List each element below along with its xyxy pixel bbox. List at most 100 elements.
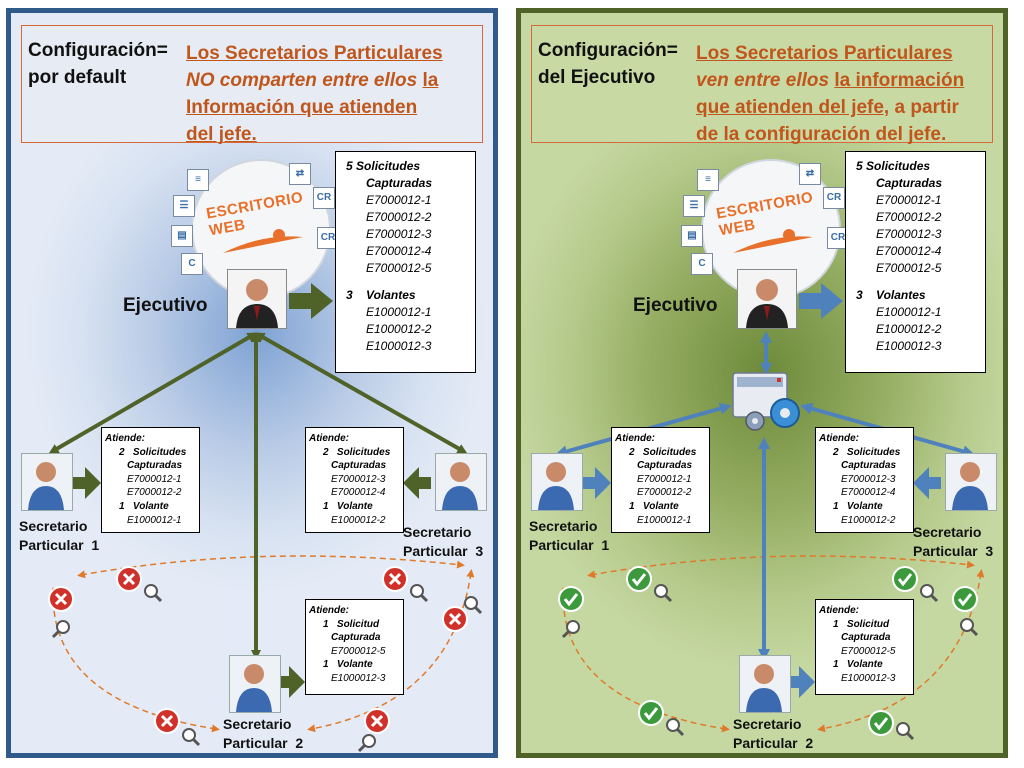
line-exec-sec1 xyxy=(48,332,258,454)
refresh-icon: ⇄ xyxy=(289,163,311,185)
server-icon xyxy=(732,372,800,431)
arrow-sec2-to-box xyxy=(275,666,305,698)
desc-part-d: que atienden del jefe, xyxy=(696,97,890,118)
secretary-person-icon xyxy=(28,462,64,510)
config-header: Configuración= por default Los Secretari… xyxy=(21,25,483,145)
denied-icon xyxy=(442,596,483,632)
secretary-person-icon xyxy=(236,664,272,712)
secretary-person-icon xyxy=(442,462,478,510)
list-item: E1000012-2 xyxy=(876,322,942,336)
secretary-3-items-box: Atiende: 2 Solicitudes Capturadas E70000… xyxy=(815,427,914,533)
list-item: E1000012-2 xyxy=(366,322,432,336)
list-item: E1000012-2 xyxy=(331,514,386,526)
secretary-2-items-box: Atiende: 1 Solicitud Capturada E7000012-… xyxy=(815,599,914,695)
refresh-icon: ⇄ xyxy=(799,163,821,185)
denied-icon xyxy=(154,708,201,747)
list-item: E1000012-1 xyxy=(876,305,942,319)
secretary-person-icon xyxy=(952,462,988,510)
c-icon: C xyxy=(181,253,203,275)
cr-icon: CR xyxy=(317,227,339,249)
list-item: E7000012-4 xyxy=(366,244,432,258)
secretary-1-avatar xyxy=(531,453,583,511)
default-config-panel: Configuración= por default Los Secretari… xyxy=(6,8,498,758)
arrow-sec3-to-box xyxy=(403,467,431,499)
connections-diagram xyxy=(555,283,985,741)
list-item: E7000012-2 xyxy=(876,210,942,224)
pdf-icon: ▤ xyxy=(171,225,193,247)
list-item: E7000012-1 xyxy=(127,473,182,485)
logo-swoosh-icon xyxy=(733,229,813,253)
denied-icon xyxy=(116,566,163,603)
secretary-2-items-box: Atiende: 1 Solicitud Capturada E7000012-… xyxy=(305,599,404,695)
secretary-1-items-box: Atiende: 2 Solicitudes Capturadas E70000… xyxy=(611,427,710,533)
desc-part-c: la xyxy=(422,70,439,91)
executive-config-panel: Configuración= del Ejecutivo Los Secreta… xyxy=(516,8,1008,758)
desc-part-e: del jefe. xyxy=(186,124,257,145)
config-label: Configuración= xyxy=(538,40,678,61)
allowed-icon xyxy=(626,566,673,603)
executive-items-box: 5 Solicitudes Capturadas E7000012-1 E700… xyxy=(335,151,476,373)
arc-sec3-sec2 xyxy=(307,569,475,733)
list-item: E1000012-3 xyxy=(366,339,432,353)
allowed-icon xyxy=(638,700,685,737)
cr-icon: CR xyxy=(827,227,849,249)
executive-avatar xyxy=(227,269,287,329)
allowed-icon xyxy=(952,586,979,637)
arrow-sec2-to-box xyxy=(785,666,815,698)
desc-part-e: a partir xyxy=(894,97,959,118)
config-description: Los Secretarios Particulares NO comparte… xyxy=(186,40,476,148)
allowed-icon xyxy=(892,566,939,603)
list-item: E7000012-2 xyxy=(127,487,182,499)
secretary-1-avatar xyxy=(21,453,73,511)
executive-label: Ejecutivo xyxy=(633,295,718,316)
desc-part-a: Los Secretarios Particulares xyxy=(186,43,443,64)
list-icon: ☰ xyxy=(173,195,195,217)
c-icon: C xyxy=(691,253,713,275)
desc-part-c: la información xyxy=(834,70,965,91)
secretary-person-icon xyxy=(538,462,574,510)
arrow-sec3-to-box xyxy=(913,467,941,499)
desc-part-f: de la configuración del jefe. xyxy=(696,124,947,145)
list-item: E7000012-4 xyxy=(331,487,386,499)
list-item: E1000012-1 xyxy=(637,514,692,526)
secretary-2-avatar xyxy=(739,655,791,713)
list-item: E7000012-1 xyxy=(876,193,942,207)
list-item: E7000012-1 xyxy=(366,193,432,207)
secretary-1-items-box: Atiende: 2 Solicitudes Capturadas E70000… xyxy=(101,427,200,533)
list-item: E7000012-2 xyxy=(366,210,432,224)
arc-sec1-sec2 xyxy=(558,587,730,733)
list-item: E1000012-2 xyxy=(841,514,896,526)
executive-label: Ejecutivo xyxy=(123,295,208,316)
arrow-sec1-to-box xyxy=(583,467,611,499)
list-item: E7000012-1 xyxy=(637,473,692,485)
document-icon: ≡ xyxy=(697,169,719,191)
line-exec-sec3 xyxy=(254,332,468,454)
list-item: E7000012-4 xyxy=(841,487,896,499)
secretary-3-items-box: Atiende: 2 Solicitudes Capturadas E70000… xyxy=(305,427,404,533)
executive-avatar xyxy=(737,269,797,329)
executive-person-icon xyxy=(236,279,278,328)
cr-icon: CR xyxy=(823,187,845,209)
list-item: E7000012-5 xyxy=(841,645,896,657)
list-item: E7000012-3 xyxy=(366,227,432,241)
list-item: E7000012-5 xyxy=(331,645,386,657)
list-item: E7000012-2 xyxy=(637,487,692,499)
secretary-2-avatar xyxy=(229,655,281,713)
list-item: E1000012-3 xyxy=(876,339,942,353)
executive-items-box: 5 Solicitudes Capturadas E7000012-1 E700… xyxy=(845,151,986,373)
allowed-icon xyxy=(558,586,584,639)
config-description: Los Secretarios Particulares ven entre e… xyxy=(696,40,986,148)
desc-part-b: NO comparten entre ellos xyxy=(186,70,418,91)
arc-sec1-sec2 xyxy=(48,587,220,733)
arrow-sec1-to-box xyxy=(73,467,101,499)
connections-diagram xyxy=(48,283,483,753)
config-header: Configuración= del Ejecutivo Los Secreta… xyxy=(531,25,993,145)
list-item: E1000012-1 xyxy=(366,305,432,319)
list-item: E7000012-5 xyxy=(366,261,432,275)
list-item: E1000012-3 xyxy=(841,672,896,684)
